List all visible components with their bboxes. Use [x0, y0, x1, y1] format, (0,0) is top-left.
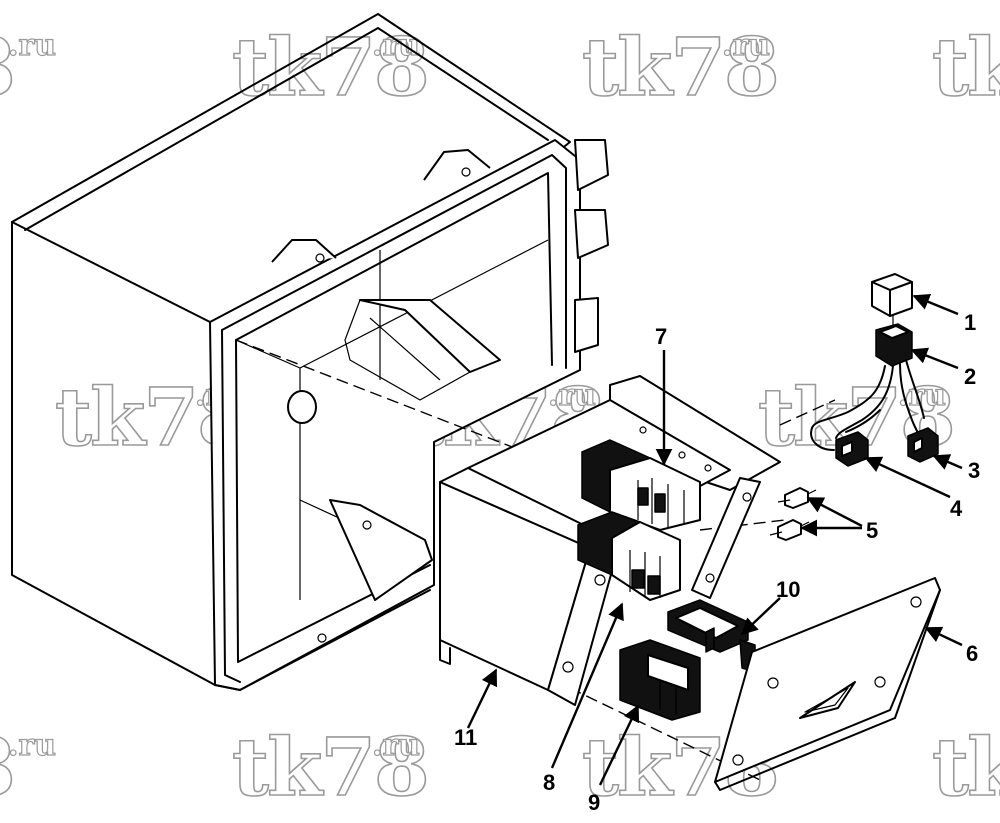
callout-5: 5	[866, 518, 878, 543]
watermark-text: tk78	[232, 720, 428, 814]
leader-arrows	[466, 293, 963, 786]
watermark-bottom-edge: tk	[931, 719, 1000, 815]
watermark-text: tk	[932, 720, 1000, 814]
leader-arrow-8	[550, 602, 624, 769]
watermark-bottom-center: tk78 .ru	[231, 719, 430, 815]
leader-arrow-3	[932, 454, 963, 470]
callout-8: 8	[543, 770, 555, 795]
leader-arrow-1	[912, 293, 959, 316]
watermark-text: 8	[0, 20, 14, 114]
terminal-posts	[769, 487, 817, 541]
relay-lower	[577, 511, 681, 601]
callout-4: 4	[950, 496, 963, 521]
callout-7: 7	[655, 324, 667, 349]
leader-arrow-11	[466, 668, 498, 729]
watermark-text: tk	[932, 20, 1000, 114]
leader-arrow-6	[924, 626, 963, 647]
callout-9: 9	[588, 790, 600, 815]
watermark-sup: .ru	[372, 728, 420, 763]
callout-10: 10	[776, 577, 800, 602]
watermark-sup: .ru	[8, 728, 56, 763]
leader-arrow-2	[910, 347, 959, 370]
switch-cap	[871, 273, 913, 317]
watermark-top-center: tk78 .ru	[231, 19, 430, 115]
watermark-bottom-left: 8 .ru	[0, 719, 57, 815]
leader-arrow-5a	[806, 496, 863, 528]
leader-arrow-10	[740, 597, 781, 636]
assembly-line-right	[779, 399, 836, 426]
connector-block	[619, 639, 701, 721]
enclosure-housing	[11, 13, 609, 691]
callout-2: 2	[964, 364, 976, 389]
callout-1: 1	[964, 310, 976, 335]
watermark-sup: .ru	[548, 378, 596, 413]
callout-3: 3	[968, 458, 980, 483]
callout-11: 11	[454, 725, 477, 750]
watermark-sup: .ru	[722, 28, 770, 63]
watermark-sup: .ru	[8, 28, 56, 63]
callout-6: 6	[966, 641, 978, 666]
cover-plate	[714, 577, 941, 791]
watermark-top-right: tk78 .ru	[581, 19, 780, 115]
switch-body	[875, 316, 913, 367]
connector-plug-3	[907, 427, 939, 463]
assembly-line-upper	[235, 339, 521, 451]
leader-arrow-9	[598, 704, 640, 786]
leader-arrow-4	[864, 456, 951, 499]
watermark-top-left: 8 .ru	[0, 19, 57, 115]
watermark-text: tk78	[582, 20, 778, 114]
callout-labels: 1 2 3 4 5 6 7 8 9 10 11	[454, 310, 980, 815]
watermark-text: 8	[0, 720, 14, 814]
watermark-text: tk78	[232, 20, 428, 114]
watermark-top-edge: tk	[931, 19, 1000, 115]
relay-upper	[581, 439, 701, 531]
watermark-sup: .ru	[372, 28, 420, 63]
